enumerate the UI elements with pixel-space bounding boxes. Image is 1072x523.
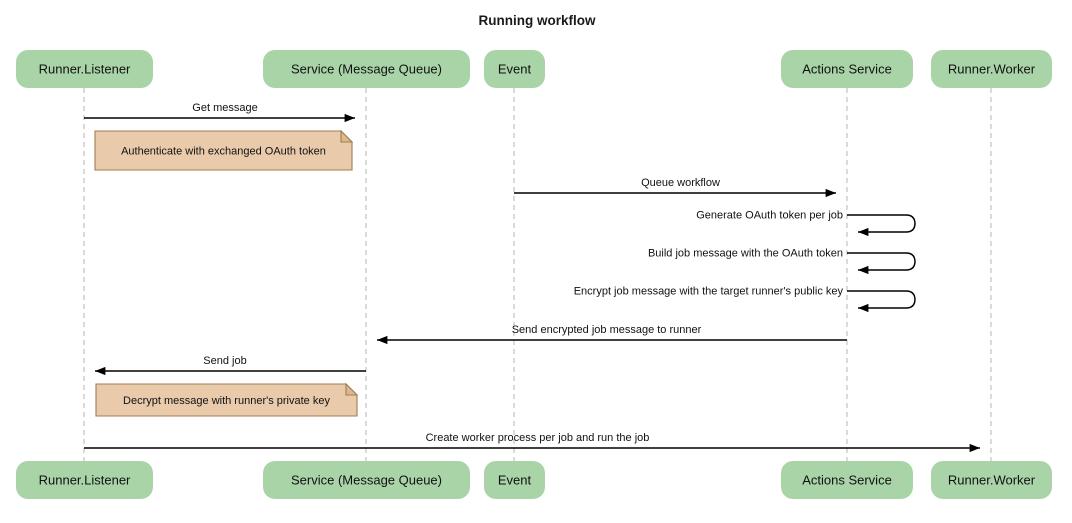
message-label-send-encrypted: Send encrypted job message to runner: [512, 324, 702, 336]
note-authenticate-fold-icon: [340, 129, 354, 143]
message-generate-token[interactable]: Generate OAuth token per job: [696, 210, 916, 237]
actor-box-runner-listener[interactable]: [16, 461, 153, 499]
actor-runner-worker-top[interactable]: Runner.Worker: [931, 50, 1052, 88]
message-send-job[interactable]: Send job: [94, 355, 366, 376]
note-authenticate: Authenticate with exchanged OAuth token: [94, 129, 354, 171]
message-label-build-job-msg: Build job message with the OAuth token: [648, 248, 843, 260]
actor-box-service-mq[interactable]: [263, 50, 470, 88]
actor-label-event: Event: [498, 472, 532, 487]
actor-label-service-mq: Service (Message Queue): [291, 472, 442, 487]
actor-box-runner-worker[interactable]: [931, 461, 1052, 499]
note-authenticate-body: [94, 130, 353, 171]
message-label-encrypt-job-msg: Encrypt job message with the target runn…: [574, 286, 844, 298]
message-create-worker[interactable]: Create worker process per job and run th…: [84, 432, 981, 453]
note-authenticate-label: Authenticate with exchanged OAuth token: [121, 145, 326, 157]
message-label-get-message: Get message: [192, 102, 257, 114]
actor-actions-service-bottom[interactable]: Actions Service: [781, 461, 913, 499]
actor-label-service-mq: Service (Message Queue): [291, 61, 442, 76]
message-label-send-job: Send job: [203, 355, 246, 367]
actor-runner-listener-top[interactable]: Runner.Listener: [16, 50, 153, 88]
actor-label-runner-listener: Runner.Listener: [39, 61, 131, 76]
actor-runner-worker-bottom[interactable]: Runner.Worker: [931, 461, 1052, 499]
actor-service-mq-top[interactable]: Service (Message Queue): [263, 50, 470, 88]
actor-service-mq-bottom[interactable]: Service (Message Queue): [263, 461, 470, 499]
actors-bottom-layer: Runner.Listener Service (Message Queue) Ev…: [16, 461, 1052, 499]
message-queue-workflow[interactable]: Queue workflow: [514, 177, 837, 198]
actor-actions-service-top[interactable]: Actions Service: [781, 50, 913, 88]
actor-box-event[interactable]: [484, 50, 545, 88]
message-label-queue-workflow: Queue workflow: [641, 177, 720, 189]
actor-label-actions-service: Actions Service: [802, 61, 892, 76]
actor-box-actions-service[interactable]: [781, 461, 913, 499]
self-loop-path-build-job-msg: [847, 252, 916, 275]
message-label-generate-token: Generate OAuth token per job: [696, 210, 843, 222]
actor-label-runner-listener: Runner.Listener: [39, 472, 131, 487]
message-build-job-msg[interactable]: Build job message with the OAuth token: [648, 248, 916, 275]
actor-label-actions-service: Actions Service: [802, 472, 892, 487]
actor-label-runner-worker: Runner.Worker: [948, 472, 1036, 487]
message-get-message[interactable]: Get message: [84, 102, 356, 123]
message-label-create-worker: Create worker process per job and run th…: [426, 432, 650, 444]
actor-label-event: Event: [498, 61, 532, 76]
actor-event-top[interactable]: Event: [484, 50, 545, 88]
note-decrypt-body: [95, 383, 358, 417]
actor-box-event[interactable]: [484, 461, 545, 499]
note-decrypt-label: Decrypt message with runner's private ke…: [123, 395, 330, 407]
notes-layer: Authenticate with exchanged OAuth tokenD…: [94, 129, 359, 417]
message-send-encrypted[interactable]: Send encrypted job message to runner: [376, 324, 847, 345]
actor-event-bottom[interactable]: Event: [484, 461, 545, 499]
actors-top-layer: Runner.Listener Service (Message Queue) Ev…: [16, 50, 1052, 88]
actor-box-actions-service[interactable]: [781, 50, 913, 88]
actor-box-runner-listener[interactable]: [16, 50, 153, 88]
actor-runner-listener-bottom[interactable]: Runner.Listener: [16, 461, 153, 499]
self-loop-path-encrypt-job-msg: [847, 290, 916, 313]
diagram-title: Running workflow: [479, 13, 596, 28]
actor-box-service-mq[interactable]: [263, 461, 470, 499]
lifelines-layer: [83, 88, 992, 461]
message-encrypt-job-msg[interactable]: Encrypt job message with the target runn…: [574, 286, 916, 313]
actor-box-runner-worker[interactable]: [931, 50, 1052, 88]
note-decrypt: Decrypt message with runner's private ke…: [95, 382, 359, 417]
actor-label-runner-worker: Runner.Worker: [948, 61, 1036, 76]
self-loop-path-generate-token: [847, 214, 916, 237]
note-decrypt-fold-icon: [345, 382, 359, 396]
